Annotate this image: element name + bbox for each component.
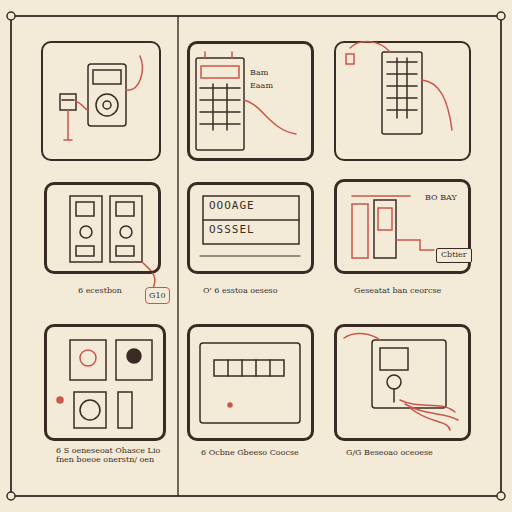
divider-line xyxy=(177,16,178,496)
equipment-set xyxy=(57,340,152,428)
corner-dot xyxy=(497,492,505,500)
panel-caption: 6 ecestbon xyxy=(77,286,123,295)
panel-text: Bam xyxy=(250,68,268,77)
panel-caption: 6 S oeneseoat Ohasce Lio fnen boeoe oner… xyxy=(55,446,167,464)
corner-dot xyxy=(7,12,15,20)
outer-frame xyxy=(11,16,501,496)
panel-text: Cbtier xyxy=(441,250,467,259)
control-box xyxy=(200,343,300,423)
illustration-panel: BO BAYGeseatat ban ceorcseCbtier xyxy=(335,180,470,273)
panel-caption: 6 Ocbne Gbeeso Coocse xyxy=(200,448,300,457)
display-unit xyxy=(200,196,300,256)
illustration-panel: BamEaam xyxy=(188,42,313,160)
panel-frame xyxy=(335,325,470,440)
panel-text: BO BAY xyxy=(425,193,457,202)
illustration-panel: 6 Ocbne Gbeeso Coocse xyxy=(188,325,313,440)
socket-device xyxy=(344,334,458,430)
module-rack xyxy=(70,196,155,290)
panel-caption: O' 6 esstoa oeseso xyxy=(202,286,279,295)
panel-frame xyxy=(42,42,160,160)
illustration-panel: 6 ecestbon xyxy=(45,183,160,273)
panel-text: OOOAGE xyxy=(209,200,255,213)
breaker-panel xyxy=(196,52,296,150)
panel-frame xyxy=(188,183,313,273)
tag-box: Cbtier xyxy=(436,248,472,263)
callout-number: G10 xyxy=(145,287,170,304)
panel-text: Eaam xyxy=(250,81,273,90)
meter-device xyxy=(60,56,142,140)
panel-frame xyxy=(188,325,313,440)
corner-dot xyxy=(7,492,15,500)
illustration-panel: 6 S oeneseoat Ohasce Lio fnen boeoe oner… xyxy=(45,325,165,440)
cabinet xyxy=(346,42,452,134)
panel-text: OSSSEL xyxy=(209,224,255,237)
panel-frame xyxy=(188,42,313,160)
corner-dot xyxy=(497,12,505,20)
panel-caption: G/G Beseoao oceoese xyxy=(345,448,434,457)
panel-frame xyxy=(45,183,160,273)
illustration-panel: G/G Beseoao oceoese xyxy=(335,325,470,440)
switch-cabinet xyxy=(352,196,434,258)
panel-frame xyxy=(45,325,165,440)
illustration-panel: OOOAGEOSSSELO' 6 esstoa oeseso xyxy=(188,183,313,273)
panel-caption: Geseatat ban ceorcse xyxy=(353,286,442,295)
panel-frame xyxy=(335,42,470,160)
